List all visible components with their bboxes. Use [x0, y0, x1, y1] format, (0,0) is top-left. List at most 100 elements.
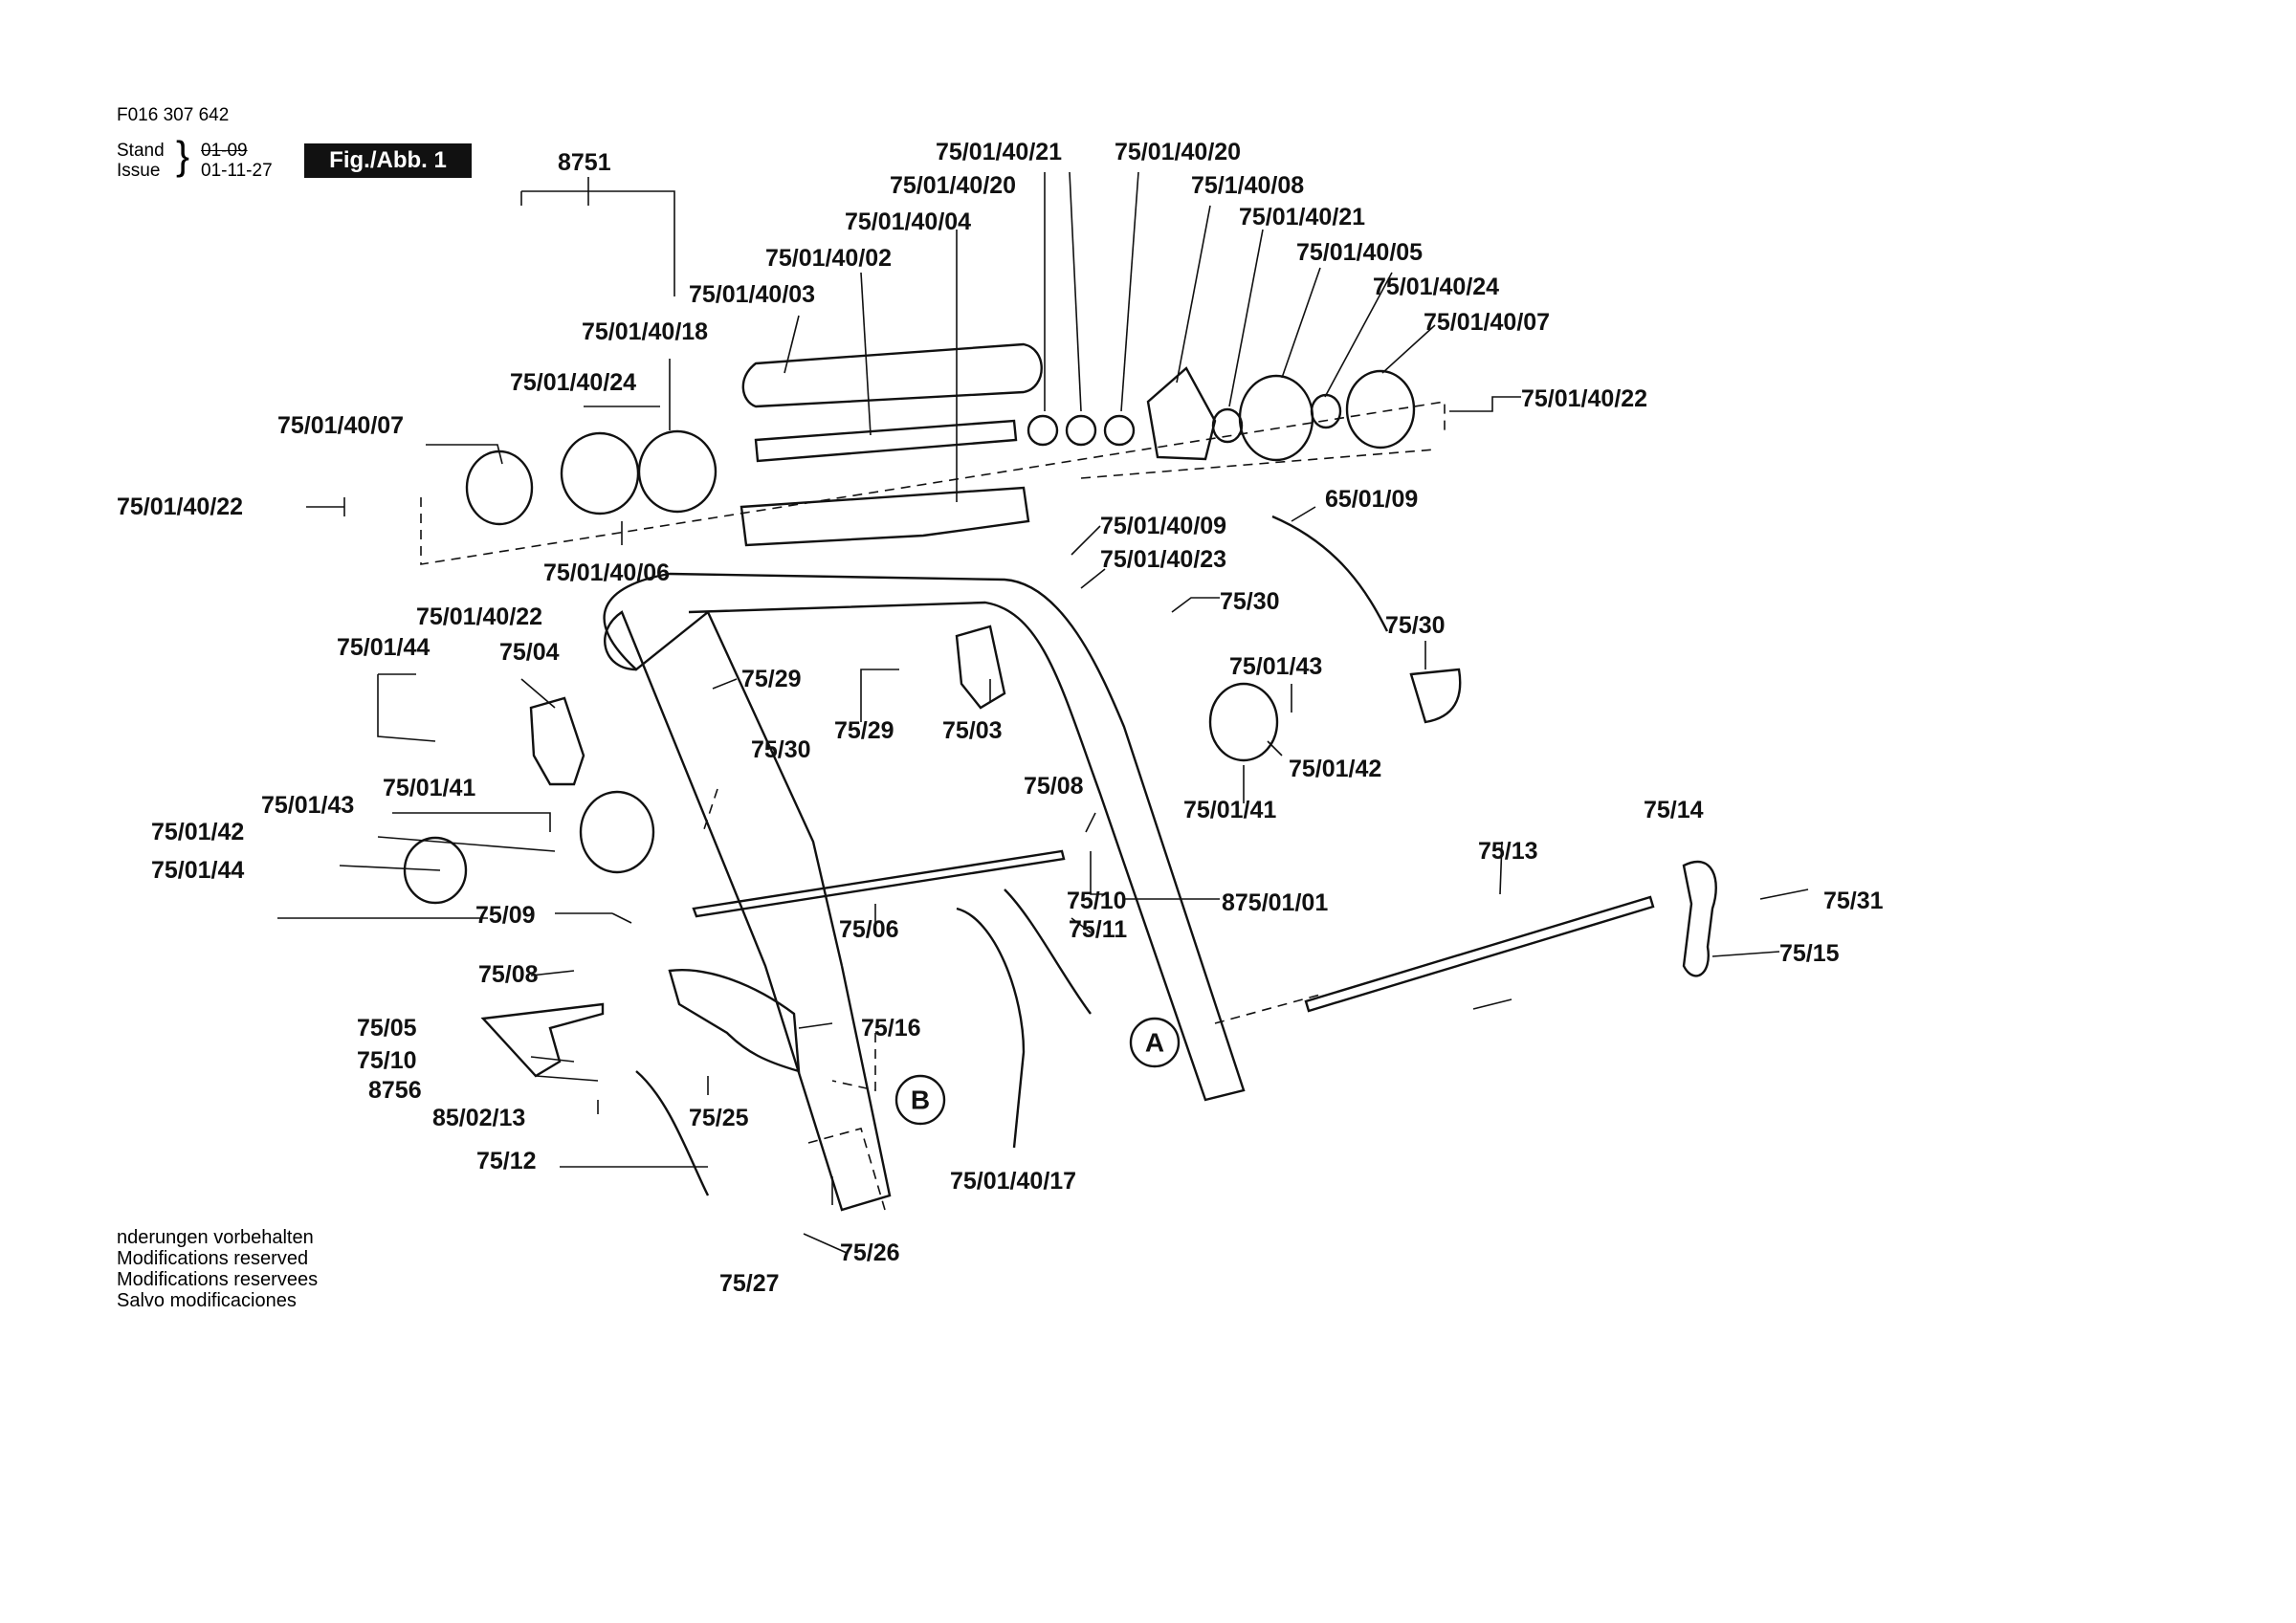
roller-cover — [741, 342, 1043, 408]
stand-value: 01-09 — [201, 141, 248, 161]
part-label: 75/04 — [499, 639, 560, 666]
note-line: nderungen vorbehalten — [117, 1227, 314, 1248]
part-label: 75/01/40/22 — [1521, 385, 1647, 412]
part-label: 75/01/40/20 — [1115, 139, 1241, 165]
part-label: 75/01/41 — [383, 775, 475, 801]
part-label: 85/02/13 — [432, 1105, 525, 1131]
brace-icon: } — [176, 133, 190, 178]
nut-1 — [1027, 414, 1059, 447]
part-label: 75/01/40/06 — [543, 559, 670, 586]
part-label: 75/01/40/04 — [845, 208, 971, 235]
part-label: 75/01/40/21 — [936, 139, 1062, 165]
part-label: 75/01/40/22 — [416, 603, 542, 630]
part-label: 8751 — [558, 149, 611, 176]
washer-3 — [1310, 393, 1342, 429]
part-label: 75/29 — [741, 666, 802, 692]
part-label: 75/16 — [861, 1015, 921, 1042]
part-label: 75/01/44 — [337, 634, 430, 661]
part-label: 75/08 — [478, 961, 539, 988]
issue-value: 01-11-27 — [201, 161, 273, 181]
dashed-assembly-lines — [420, 401, 1446, 1211]
part-label: 75/30 — [751, 736, 811, 763]
washer-2 — [1211, 407, 1244, 444]
part-label: 65/01/09 — [1325, 486, 1418, 513]
part-label: 75/01/43 — [1229, 653, 1322, 680]
part-labels: 8751 75/01/40/21 75/01/40/20 75/01/40/20 75/… — [117, 139, 1884, 1297]
part-label: 75/11 — [1069, 916, 1127, 943]
lever-left — [480, 1002, 605, 1078]
issue-label: Issue — [117, 161, 161, 181]
part-label: 75/01/43 — [261, 792, 354, 819]
part-label: 75/03 — [942, 717, 1003, 744]
part-label: 75/14 — [1644, 797, 1704, 823]
washer-1 — [1065, 414, 1097, 447]
note-line: Modifications reserved — [117, 1248, 309, 1269]
part-label: 75/1/40/08 — [1191, 172, 1304, 199]
part-label: 75/01/40/07 — [277, 412, 404, 439]
cam-part — [1146, 366, 1217, 461]
part-label: 75/01/40/02 — [765, 245, 892, 272]
leader-lines — [277, 171, 1809, 1254]
part-label: 75/01/42 — [151, 819, 244, 845]
part-label: 75/25 — [689, 1105, 749, 1131]
part-label: 75/08 — [1024, 773, 1084, 800]
part-label: 75/01/40/21 — [1239, 204, 1365, 230]
part-label: 75/31 — [1823, 888, 1884, 914]
part-label: 75/01/41 — [1183, 797, 1276, 823]
part-label: 75/01/40/17 — [950, 1168, 1076, 1195]
wheel-left — [560, 431, 640, 515]
callout-a-circle — [1129, 1017, 1181, 1068]
end-cap-right — [1345, 369, 1416, 450]
part-label: 75/05 — [357, 1015, 417, 1042]
note-line: Modifications reservees — [117, 1269, 319, 1290]
figure-label: Fig./Abb. 1 — [304, 143, 472, 178]
part-label: 8756 — [368, 1077, 422, 1104]
part-label: 75/01/40/24 — [510, 369, 636, 396]
handle-outline — [603, 572, 1246, 1102]
part-label: 75/30 — [1220, 588, 1280, 615]
handle-left-leg — [604, 610, 892, 1212]
cable-65-01-09 — [1271, 515, 1389, 632]
part-label: 75/15 — [1779, 940, 1840, 967]
part-label: 75/01/40/24 — [1373, 274, 1499, 300]
part-label: 75/26 — [840, 1239, 900, 1266]
document-number: F016 307 642 — [117, 105, 230, 125]
part-label: 75/13 — [1478, 838, 1538, 865]
part-label: 75/10 — [1067, 888, 1127, 914]
part-label: 75/30 — [1385, 612, 1446, 639]
bracket — [668, 969, 801, 1073]
part-label: 875/01/01 — [1222, 889, 1328, 916]
cable-75-11 — [1004, 888, 1092, 1015]
wheel-right — [1238, 374, 1314, 462]
part-label: 75/06 — [839, 916, 899, 943]
rod-75-06 — [692, 849, 1066, 918]
stand-label: Stand — [117, 141, 165, 161]
roller-bar — [754, 419, 1018, 463]
clamp-left — [529, 696, 585, 786]
part-label: 75/01/40/18 — [582, 318, 708, 345]
notes-block: nderungen vorbehalten Modifications rese… — [117, 1227, 318, 1311]
part-label: 75/01/40/20 — [890, 172, 1016, 199]
part-label: 75/01/40/07 — [1424, 309, 1550, 336]
part-label: 75/01/40/09 — [1100, 513, 1226, 539]
clamp-right — [955, 625, 1006, 710]
note-line: Salvo modificaciones — [117, 1290, 297, 1311]
part-label: 75/12 — [476, 1148, 537, 1174]
wheel-left-2 — [637, 429, 718, 514]
part-label: 75/10 — [357, 1047, 417, 1074]
end-cap-mid-right — [1208, 682, 1279, 762]
cap-left — [403, 836, 468, 905]
nut-2 — [1103, 414, 1136, 447]
roller-base — [740, 486, 1030, 547]
part-label: 75/27 — [719, 1270, 780, 1297]
part-label: 75/01/40/23 — [1100, 546, 1226, 573]
part-label: 75/01/44 — [151, 857, 244, 884]
part-label: 75/29 — [834, 717, 894, 744]
callout-b: B — [911, 1086, 930, 1115]
end-cap-mid-left — [579, 790, 655, 874]
cap-right — [1409, 668, 1462, 724]
callout-a: A — [1145, 1028, 1164, 1058]
end-cap-left — [465, 450, 534, 526]
part-label: 75/01/40/03 — [689, 281, 815, 308]
